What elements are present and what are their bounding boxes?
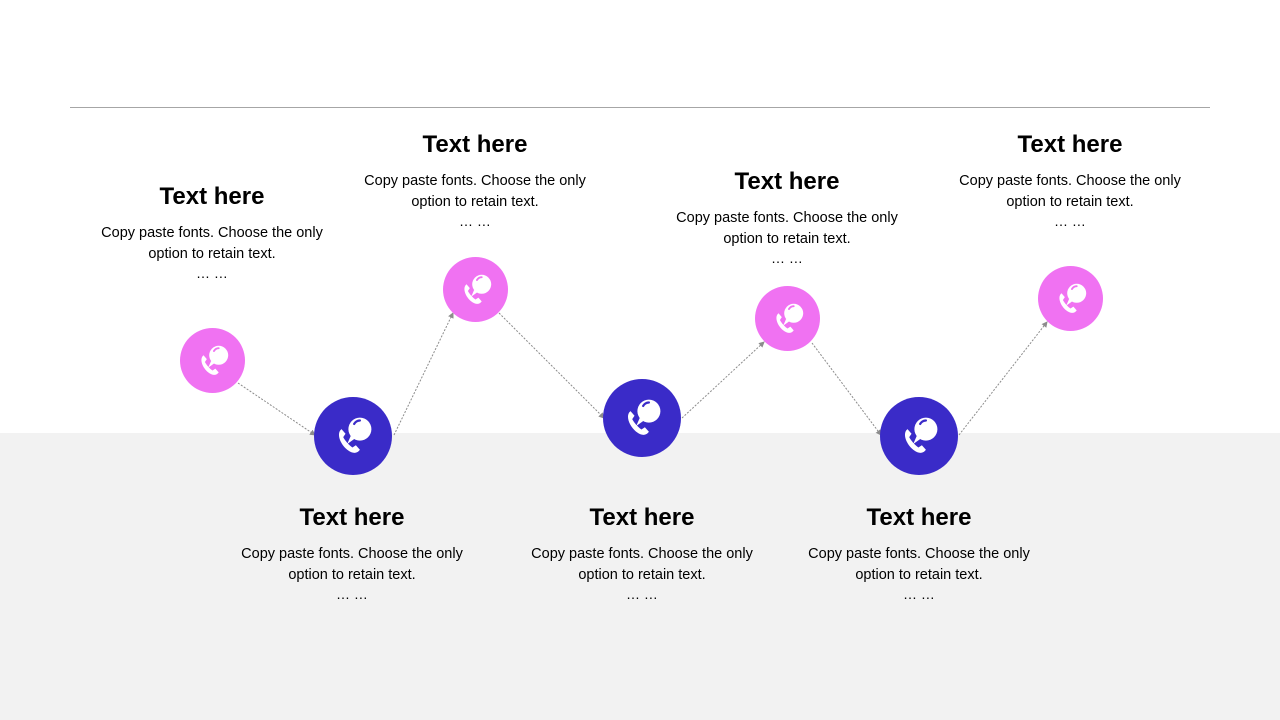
phone-speech-bubble-icon xyxy=(463,274,491,304)
step-5-title: Text here xyxy=(734,168,840,195)
step-4-title: Text here xyxy=(589,504,695,531)
step-7-description-line-1: Copy paste fonts. Choose the only xyxy=(959,173,1181,189)
phone-speech-bubble-icon xyxy=(904,417,938,453)
step-3-ellipsis: … … xyxy=(459,213,491,229)
top-divider-line xyxy=(70,107,1210,108)
step-7-description-line-2: option to retain text. xyxy=(1006,193,1134,210)
step-5-node xyxy=(755,286,820,351)
step-1-ellipsis: … … xyxy=(196,265,228,281)
step-5-text-block: Text here Copy paste fonts. Choose the o… xyxy=(657,168,917,267)
connector-2-3 xyxy=(393,312,454,436)
step-4-node xyxy=(603,379,681,457)
connector-5-6 xyxy=(811,342,882,436)
step-2-text-block: Text here Copy paste fonts. Choose the o… xyxy=(222,504,482,603)
step-4-text-block: Text here Copy paste fonts. Choose the o… xyxy=(512,504,772,603)
step-4-description-line-1: Copy paste fonts. Choose the only xyxy=(531,546,753,562)
bottom-background-band xyxy=(0,433,1280,720)
step-1-node xyxy=(180,328,245,393)
step-7-title: Text here xyxy=(1017,131,1123,158)
step-7-node xyxy=(1038,266,1103,331)
step-5-description-line-1: Copy paste fonts. Choose the only xyxy=(676,210,898,226)
step-7-text-block: Text here Copy paste fonts. Choose the o… xyxy=(940,131,1200,230)
step-1-text-block: Text here Copy paste fonts. Choose the o… xyxy=(82,183,342,282)
step-2-title: Text here xyxy=(299,504,405,531)
step-4-description-line-2: option to retain text. xyxy=(578,566,706,583)
step-4-ellipsis: … … xyxy=(626,586,658,602)
step-7-ellipsis: … … xyxy=(1054,213,1086,229)
step-6-ellipsis: … … xyxy=(903,586,935,602)
step-3-description-line-2: option to retain text. xyxy=(411,193,539,210)
step-1-title: Text here xyxy=(159,183,265,210)
step-2-ellipsis: … … xyxy=(336,586,368,602)
step-1-description-line-1: Copy paste fonts. Choose the only xyxy=(101,225,323,241)
phone-speech-bubble-icon xyxy=(338,417,372,453)
step-3-description-line-1: Copy paste fonts. Choose the only xyxy=(364,173,586,189)
phone-speech-bubble-icon xyxy=(775,303,803,333)
step-6-text-block: Text here Copy paste fonts. Choose the o… xyxy=(789,504,1049,603)
connector-4-5 xyxy=(681,341,765,419)
connector-1-2 xyxy=(237,382,316,436)
step-3-text-block: Text here Copy paste fonts. Choose the o… xyxy=(345,131,605,230)
step-2-description-line-2: option to retain text. xyxy=(288,566,416,583)
step-3-node xyxy=(443,257,508,322)
step-6-node xyxy=(880,397,958,475)
step-1-description-line-2: option to retain text. xyxy=(148,245,276,262)
step-2-description-line-1: Copy paste fonts. Choose the only xyxy=(241,546,463,562)
phone-speech-bubble-icon xyxy=(627,399,661,435)
step-5-ellipsis: … … xyxy=(771,250,803,266)
step-6-description-line-1: Copy paste fonts. Choose the only xyxy=(808,546,1030,562)
phone-speech-bubble-icon xyxy=(1058,283,1086,313)
step-6-title: Text here xyxy=(866,504,972,531)
phone-speech-bubble-icon xyxy=(200,345,228,375)
connector-6-7 xyxy=(958,321,1048,436)
connector-3-4 xyxy=(498,312,605,419)
step-3-title: Text here xyxy=(422,131,528,158)
step-6-description-line-2: option to retain text. xyxy=(855,566,983,583)
step-2-node xyxy=(314,397,392,475)
step-5-description-line-2: option to retain text. xyxy=(723,230,851,247)
